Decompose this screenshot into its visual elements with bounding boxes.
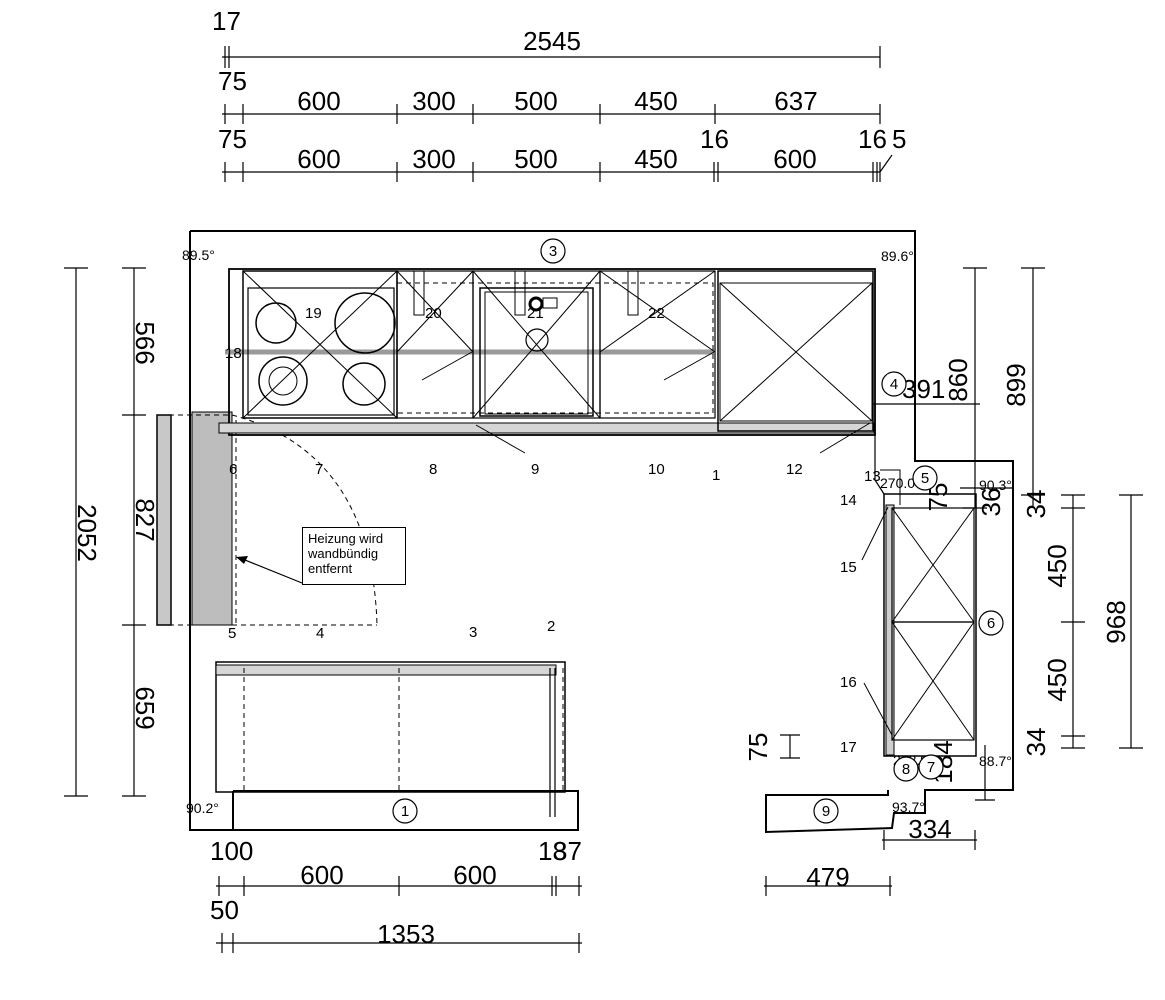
- bottom-total: 1353: [377, 919, 435, 949]
- left-dimension-chains: [64, 267, 146, 797]
- angle-bottom-left: 90.2°: [186, 800, 219, 816]
- note-arrowhead: [236, 556, 248, 564]
- right-dimension-chains: [780, 267, 1143, 801]
- top-row3-gap-a: 16: [700, 124, 729, 154]
- left-middle: 827: [130, 498, 160, 541]
- top-row1-offset: 17: [212, 6, 241, 36]
- right-small-a: 36: [976, 488, 1006, 517]
- top-dimension-chains: [222, 46, 893, 182]
- top-cabinet-run: [218, 268, 980, 454]
- right-mid-b: 450: [1042, 658, 1072, 701]
- point-12: 12: [786, 461, 803, 478]
- wall-marker-3: 3: [549, 243, 557, 260]
- point-5: 5: [228, 625, 236, 642]
- point-3: 3: [469, 624, 477, 641]
- point-2: 2: [547, 618, 555, 635]
- point-1: 1: [712, 467, 720, 484]
- heater-panel: [156, 414, 172, 626]
- wall-marker-6: 6: [987, 615, 995, 632]
- wall-marker-7: 7: [927, 759, 935, 776]
- point-8: 8: [429, 461, 437, 478]
- top-row2-seg-4: 450: [634, 86, 677, 116]
- bottom-start-50: 50: [210, 895, 239, 925]
- point-7: 7: [315, 461, 323, 478]
- angle-right-low2: 88.7°: [979, 753, 1012, 769]
- left-top: 566: [130, 321, 160, 364]
- top-row3-seg-3: 500: [514, 144, 557, 174]
- angle-right-bottom: 93.7°: [892, 799, 925, 815]
- bottom-right-a: 18: [538, 836, 567, 866]
- left-total: 2052: [72, 504, 102, 562]
- top-row2-seg-5: 637: [774, 86, 817, 116]
- top-row3-seg-1: 600: [297, 144, 340, 174]
- note-arrow: [239, 557, 303, 584]
- point-9: 9: [531, 461, 539, 478]
- right-bottom-small: 34: [1021, 728, 1051, 757]
- wall-marker-9: 9: [822, 803, 830, 820]
- right-total: 968: [1101, 600, 1131, 643]
- right-small-b: 34: [1021, 490, 1051, 519]
- point-10: 10: [648, 461, 665, 478]
- point-20: 20: [425, 305, 442, 322]
- top-row3-seg-2: 300: [412, 144, 455, 174]
- bottom-right-334: 334: [908, 814, 951, 844]
- wall-marker-8: 8: [902, 761, 910, 778]
- angle-top-left: 89.5°: [182, 247, 215, 263]
- right-top-a: 860: [943, 358, 973, 401]
- top-row2-offset: 75: [218, 66, 247, 96]
- wall-marker-5: 5: [921, 470, 929, 487]
- bottom-left-offset: 100: [210, 836, 253, 866]
- heater-note-line-3: entfernt: [308, 561, 353, 576]
- top-row2-seg-3: 500: [514, 86, 557, 116]
- top-row2-seg-1: 600: [297, 86, 340, 116]
- heater-note-line-1: Heizung wird: [308, 531, 384, 546]
- point-19: 19: [305, 305, 322, 322]
- point-13: 13: [864, 468, 881, 485]
- left-bottom: 659: [130, 686, 160, 729]
- top-row1-total: 2545: [523, 26, 581, 56]
- bottom-right-b: 37: [553, 836, 582, 866]
- wall-markers: [392, 238, 1004, 824]
- point-22: 22: [648, 305, 665, 322]
- point-6: 6: [229, 461, 237, 478]
- angle-top-right: 89.6°: [881, 248, 914, 264]
- point-15: 15: [840, 559, 857, 576]
- bottom-seg-a: 600: [300, 860, 343, 890]
- point-16: 16: [840, 674, 857, 691]
- bottom-island-width: 479: [806, 862, 849, 892]
- top-row3-offset: 75: [218, 124, 247, 154]
- heater-note-line-2: wandbündig: [308, 546, 379, 561]
- bottom-left-cabinet: [215, 661, 566, 817]
- point-14: 14: [840, 492, 857, 509]
- heater-niche: [191, 411, 233, 626]
- wall-marker-4: 4: [890, 376, 898, 393]
- top-row3-gap-b: 16: [858, 124, 887, 154]
- right-top-b: 899: [1001, 363, 1031, 406]
- right-dim-391: 391: [902, 374, 945, 404]
- right-mid-a: 450: [1042, 544, 1072, 587]
- right-offset-75: 75: [743, 733, 773, 762]
- bottom-seg-b: 600: [453, 860, 496, 890]
- top-row3-seg-4: 450: [634, 144, 677, 174]
- right-cabinet-run: [861, 404, 977, 757]
- top-row3-end: 5: [892, 124, 906, 154]
- heater-note: Heizung wird wandbündig entfernt: [302, 527, 406, 585]
- top-row3-seg-5: 600: [773, 144, 816, 174]
- point-4: 4: [316, 625, 324, 642]
- bottom-dimension-chains: [216, 830, 977, 953]
- wall-marker-1: 1: [401, 803, 409, 820]
- room-walls: [189, 230, 1014, 834]
- angle-right-corner: 270.0°: [880, 475, 921, 491]
- angle-right-top: 90.3°: [979, 477, 1012, 493]
- point-18: 18: [225, 345, 242, 362]
- point-21: 21: [527, 305, 544, 322]
- top-row2-seg-2: 300: [412, 86, 455, 116]
- point-17: 17: [840, 739, 857, 756]
